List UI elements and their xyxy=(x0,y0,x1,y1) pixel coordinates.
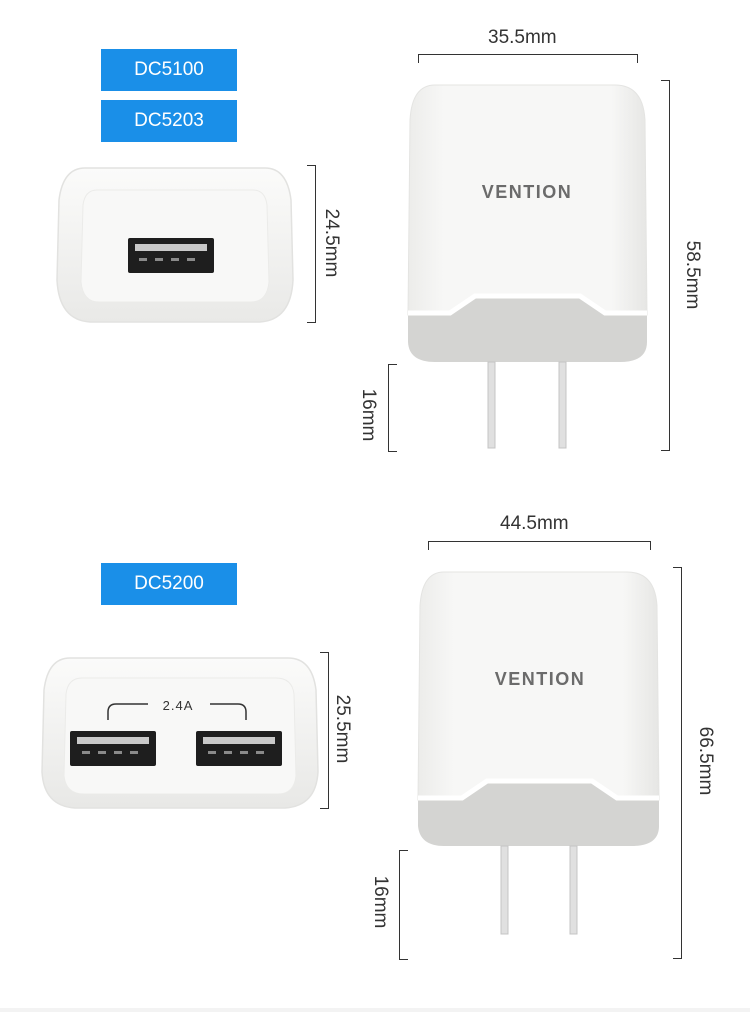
single-charger-port-view xyxy=(56,167,294,323)
dual-width-label: 44.5mm xyxy=(500,513,569,534)
dual-depth-label: 25.5mm xyxy=(332,694,353,764)
dual-height-label: 66.5mm xyxy=(695,726,716,796)
height-bracket xyxy=(673,567,682,959)
dual-pin-label: 16mm xyxy=(370,875,391,929)
height-bracket xyxy=(661,80,670,451)
depth-bracket xyxy=(320,652,329,809)
port-current-label: 2.4A xyxy=(163,698,194,713)
model-badge-dc5200: DC5200 xyxy=(101,563,237,605)
single-pin-label: 16mm xyxy=(358,388,379,442)
width-bracket xyxy=(418,54,638,63)
width-bracket xyxy=(428,541,651,550)
depth-bracket xyxy=(307,165,316,323)
bottom-divider xyxy=(0,1008,750,1012)
single-height-label: 58.5mm xyxy=(682,240,703,310)
plug-pin-icon xyxy=(500,845,578,935)
usb-port-icon xyxy=(128,238,214,273)
usb-port-icon xyxy=(70,731,156,766)
single-charger-front-view: VENTION xyxy=(407,84,648,449)
brand-logo: VENTION xyxy=(482,182,573,202)
single-depth-label: 24.5mm xyxy=(321,208,342,278)
model-badge-dc5100: DC5100 xyxy=(101,49,237,91)
pin-bracket xyxy=(399,850,408,960)
brand-logo: VENTION xyxy=(495,669,586,689)
plug-pin-icon xyxy=(487,361,567,449)
pin-bracket xyxy=(388,364,397,452)
dual-charger-port-view: 2.4A xyxy=(41,657,319,809)
model-badge-dc5203: DC5203 xyxy=(101,100,237,142)
usb-port-icon xyxy=(196,731,282,766)
single-width-label: 35.5mm xyxy=(488,27,557,48)
dual-charger-front-view: VENTION xyxy=(417,571,660,935)
